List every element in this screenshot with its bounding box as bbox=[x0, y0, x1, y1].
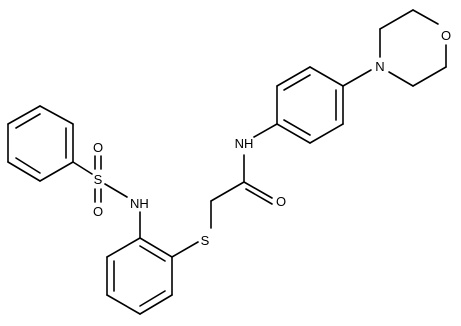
bond bbox=[342, 69, 372, 87]
bond bbox=[412, 9, 439, 25]
sulfonyl-group: S O O bbox=[72, 140, 128, 219]
phenyl-ring-sulfonyl bbox=[7, 105, 74, 182]
amide-group: O NH bbox=[235, 123, 286, 209]
aromatic-inner-bond bbox=[139, 290, 166, 307]
sulfonamide-nh-label: NH bbox=[130, 196, 149, 211]
sulfonamide-nh: NH bbox=[130, 196, 149, 239]
morpholine-oxygen-label: O bbox=[441, 28, 451, 43]
aromatic-inner-bond bbox=[139, 245, 166, 262]
morpholine-ring: N O bbox=[375, 9, 451, 87]
aromatic-inner-bond bbox=[15, 113, 41, 129]
sulfonyl-sulfur-label: S bbox=[94, 172, 103, 187]
bond bbox=[104, 183, 128, 198]
bond bbox=[106, 237, 141, 258]
sulfonyl-oxygen-bottom-label: O bbox=[93, 204, 103, 219]
bond bbox=[388, 71, 414, 87]
thioether-sulfur-label: S bbox=[201, 233, 210, 248]
bond bbox=[412, 66, 447, 87]
bond bbox=[7, 161, 41, 182]
aromatic-inner-bond bbox=[15, 157, 41, 174]
bond bbox=[276, 123, 311, 144]
bond bbox=[7, 105, 41, 125]
bond bbox=[106, 294, 141, 315]
bond bbox=[72, 161, 93, 175]
sulfonyl-oxygen-top-label: O bbox=[93, 140, 103, 155]
amide-nh-label: NH bbox=[235, 136, 254, 151]
aromatic-inner-bond bbox=[283, 74, 311, 91]
bond bbox=[379, 9, 414, 30]
bond bbox=[210, 181, 245, 202]
bond bbox=[139, 237, 173, 258]
bond bbox=[309, 66, 344, 87]
aromatic-inner-bond bbox=[283, 119, 311, 136]
bond bbox=[253, 123, 278, 138]
morpholine-nitrogen-label: N bbox=[375, 59, 384, 74]
central-benzene-ring bbox=[106, 237, 173, 315]
carbonyl-oxygen-label: O bbox=[276, 194, 286, 209]
bond bbox=[171, 241, 199, 258]
bond bbox=[276, 66, 311, 87]
bond bbox=[139, 294, 173, 315]
bond bbox=[309, 123, 344, 144]
bond bbox=[245, 188, 273, 205]
bond bbox=[243, 181, 273, 199]
para-phenylene-ring bbox=[276, 66, 372, 144]
bond bbox=[39, 105, 74, 125]
bond bbox=[39, 161, 74, 182]
thioether-linker: S bbox=[171, 181, 245, 258]
